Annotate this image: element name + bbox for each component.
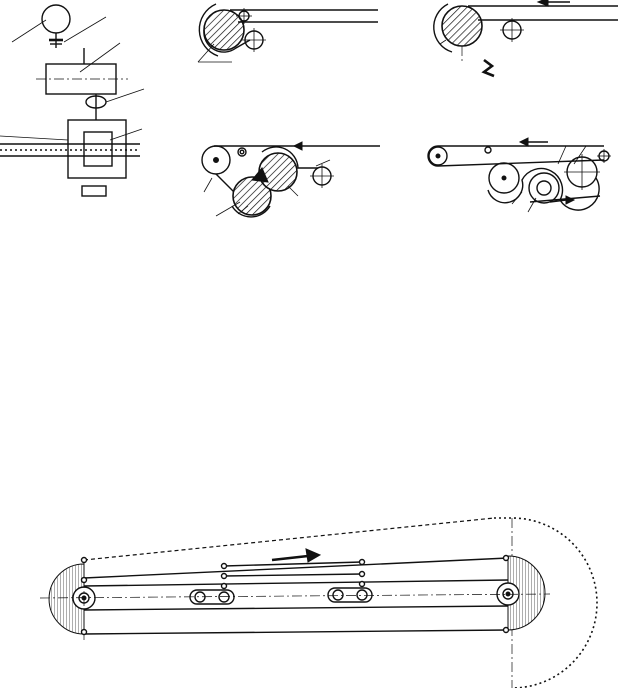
outer-swing-arc-dotted bbox=[494, 517, 598, 688]
conveyor-side-view-panel bbox=[39, 517, 598, 688]
frame-top-rail bbox=[83, 579, 509, 587]
idler-11 bbox=[502, 626, 510, 634]
idler-5 bbox=[358, 570, 366, 578]
leader-line-p5-3 bbox=[511, 191, 523, 205]
direction-arrow-right-icon bbox=[305, 548, 322, 563]
right-wheel-fan bbox=[507, 555, 546, 631]
drum-a bbox=[488, 162, 520, 194]
leader-line-4 bbox=[105, 88, 145, 103]
leader-line-p4-5 bbox=[287, 185, 299, 197]
idler-7 bbox=[80, 556, 88, 564]
lower-arrow-shaft bbox=[549, 199, 567, 203]
takeup-left-wheel-2 bbox=[218, 591, 230, 603]
leader-line-2 bbox=[63, 16, 107, 43]
return-arrow-left bbox=[518, 137, 529, 147]
direction-arrow-left bbox=[536, 0, 549, 7]
idler-9 bbox=[80, 628, 88, 636]
frame-centerline bbox=[39, 593, 551, 599]
left-wheel-fan bbox=[48, 563, 85, 635]
drive-drum-hatched-2 bbox=[441, 5, 483, 47]
idler-10 bbox=[502, 554, 510, 562]
drum-guard-arc-2 bbox=[433, 3, 453, 53]
frame-bottom-rail bbox=[83, 605, 509, 611]
direction-arrow-small bbox=[292, 141, 303, 151]
lower-belt-run bbox=[529, 195, 601, 203]
idler-3 bbox=[220, 582, 228, 590]
leader-line-1 bbox=[11, 19, 47, 43]
takeup-slot-left bbox=[189, 589, 235, 605]
idler-2 bbox=[220, 572, 228, 580]
drum-b bbox=[528, 172, 560, 204]
twin-drum-drive-panel bbox=[201, 141, 380, 218]
leader-line-p5-2 bbox=[573, 145, 587, 165]
single-drum-drive-panel bbox=[197, 3, 378, 63]
leader-line-p4-4 bbox=[237, 205, 249, 215]
tandem-drive-panel bbox=[427, 137, 611, 213]
leader-line-3 bbox=[79, 42, 121, 73]
leader-line-p2-1 bbox=[197, 43, 215, 63]
wedge-indicator bbox=[251, 167, 269, 183]
inclined-rail bbox=[223, 561, 363, 567]
drive-drum-upper bbox=[258, 152, 298, 192]
carry-belt-line bbox=[83, 557, 509, 579]
drive-drum-lower bbox=[232, 176, 272, 216]
belt-wrap-lower bbox=[231, 205, 271, 218]
head-pulley-axle bbox=[213, 157, 219, 163]
single-drum-snub-panel bbox=[433, 0, 618, 78]
belt-wrap-path bbox=[203, 29, 251, 53]
return-belt-line bbox=[83, 629, 509, 635]
drum-guard-arc bbox=[198, 3, 219, 57]
leader-line-p5-4 bbox=[527, 197, 537, 213]
tail-wrap bbox=[427, 145, 439, 167]
belt-segment-1 bbox=[215, 173, 235, 193]
drum-inner bbox=[83, 131, 113, 167]
idler-1 bbox=[220, 562, 228, 570]
carry-idler-small bbox=[484, 146, 492, 154]
takeup-slot-right bbox=[327, 587, 373, 603]
takeup-left-wheel-1 bbox=[194, 591, 206, 603]
leader-line-p3-1 bbox=[439, 39, 447, 45]
takeup-right-wheel-2 bbox=[356, 589, 368, 601]
lower-arrow-right bbox=[565, 195, 576, 205]
drum-b-inner bbox=[536, 180, 552, 196]
drum-box bbox=[67, 119, 127, 179]
upper-rail-segment bbox=[223, 573, 363, 577]
leader-line-p4-2 bbox=[203, 177, 213, 193]
upper-envelope-dashed bbox=[83, 517, 495, 561]
leader-line-p4-3 bbox=[215, 201, 241, 217]
motor-circle bbox=[41, 4, 71, 34]
leader-line-6 bbox=[0, 135, 69, 141]
small-roller-inner bbox=[239, 149, 245, 155]
drive-scheme-panel bbox=[0, 4, 145, 197]
idler-4 bbox=[358, 558, 366, 566]
belt-wrap-upper bbox=[261, 146, 318, 169]
small-roller bbox=[237, 147, 247, 157]
tail-pulley-axle bbox=[435, 153, 441, 159]
direction-arrow-main-shaft bbox=[271, 554, 309, 562]
takeup-right-wheel-1 bbox=[332, 589, 344, 601]
serpentine-belt bbox=[487, 167, 600, 211]
leader-line-5 bbox=[109, 128, 143, 141]
leader-line-p4-1 bbox=[315, 159, 331, 167]
idler-6 bbox=[358, 580, 366, 588]
tail-pulley bbox=[428, 146, 448, 166]
tension-spring-icon bbox=[481, 58, 495, 78]
base-block bbox=[81, 185, 107, 197]
drum-a-axle bbox=[501, 175, 507, 181]
leader-line-p5-1 bbox=[557, 145, 567, 165]
idler-8 bbox=[80, 576, 88, 584]
